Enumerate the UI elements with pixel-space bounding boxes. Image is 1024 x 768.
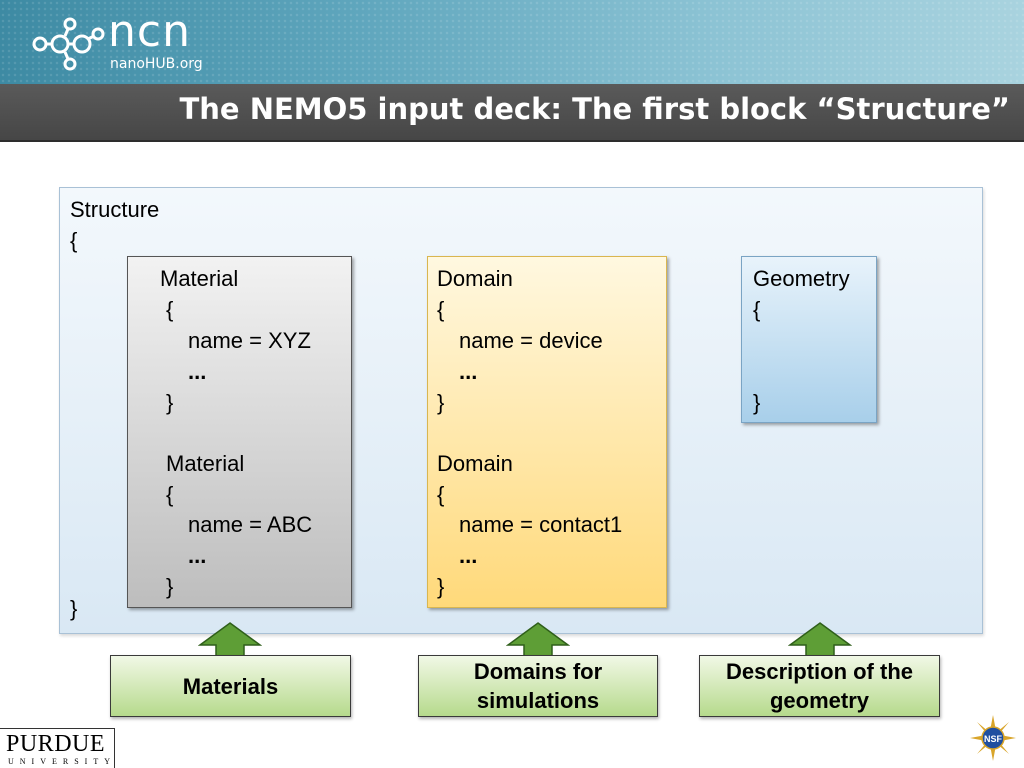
domain-block: Domain { name = device ... } Domain { na… — [427, 256, 667, 608]
material-ellipsis: ... — [188, 543, 207, 568]
domain-keyword: Domain — [437, 266, 513, 291]
structure-open-brace: { — [70, 228, 78, 253]
nsf-logo-icon: NSF — [970, 715, 1016, 761]
material-close-brace: } — [166, 390, 174, 415]
domains-label: Domains for simulations — [418, 655, 658, 717]
up-arrow-icon — [198, 622, 262, 659]
domain-name-line: name = contact1 — [459, 512, 623, 537]
structure-close-brace: } — [70, 596, 78, 621]
header-banner: ncn nanoHUB.org — [0, 0, 1024, 84]
domain-open-brace: { — [437, 482, 445, 507]
nsf-text: NSF — [984, 734, 1003, 744]
material-close-brace: } — [166, 574, 174, 599]
ncn-logo: ncn nanoHUB.org — [30, 6, 220, 78]
up-arrow-icon — [788, 622, 852, 659]
slide-title: The NEMO5 input deck: The first block “S… — [179, 92, 1011, 126]
material-open-brace: { — [166, 482, 174, 507]
geometry-keyword: Geometry — [753, 266, 850, 291]
domain-close-brace: } — [437, 390, 445, 415]
logo-subtitle: nanoHUB.org — [110, 56, 203, 72]
geometry-open-brace: { — [753, 297, 761, 322]
domain-close-brace: } — [437, 574, 445, 599]
domain-keyword: Domain — [437, 451, 513, 476]
purdue-name: PURDUE — [6, 731, 106, 757]
material-keyword: Material — [160, 266, 239, 291]
geometry-label: Description of the geometry — [699, 655, 940, 717]
molecule-icon — [32, 17, 105, 71]
logo-wordmark: ncn — [108, 6, 191, 57]
domain-ellipsis: ... — [459, 543, 478, 568]
structure-label: Structure — [70, 197, 160, 222]
domain-open-brace: { — [437, 297, 445, 322]
material-open-brace: { — [166, 297, 174, 322]
material-ellipsis: ... — [188, 359, 207, 384]
material-name-line: name = ABC — [188, 512, 313, 537]
material-name-line: name = XYZ — [188, 328, 311, 353]
domain-name-line: name = device — [459, 328, 603, 353]
geometry-block: Geometry { } — [741, 256, 877, 423]
geometry-close-brace: } — [753, 390, 761, 415]
material-keyword: Material — [166, 451, 245, 476]
up-arrow-icon — [506, 622, 570, 659]
materials-label: Materials — [110, 655, 351, 717]
purdue-subtitle: UNIVERSITY — [8, 757, 116, 766]
domain-ellipsis: ... — [459, 359, 478, 384]
material-block: Material { name = XYZ ... } Material { n… — [127, 256, 352, 608]
purdue-logo: PURDUE UNIVERSITY — [0, 728, 115, 768]
title-bar: The NEMO5 input deck: The first block “S… — [0, 84, 1024, 142]
